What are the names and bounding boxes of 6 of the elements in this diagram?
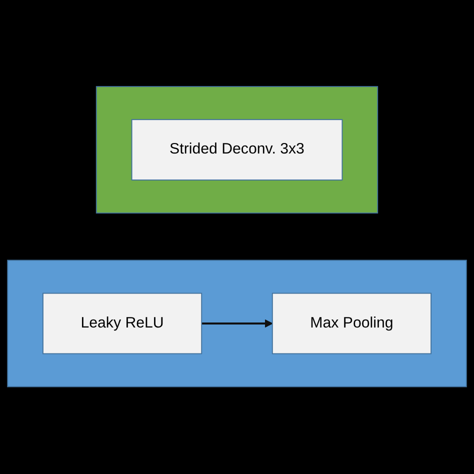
cluster [96,86,378,214]
cluster [7,260,467,388]
node-box: Strided Deconv. 3x3 [131,119,343,181]
arrow [202,320,273,328]
node-box: Max Pooling [272,293,432,355]
node-box: Leaky ReLU [42,293,202,355]
